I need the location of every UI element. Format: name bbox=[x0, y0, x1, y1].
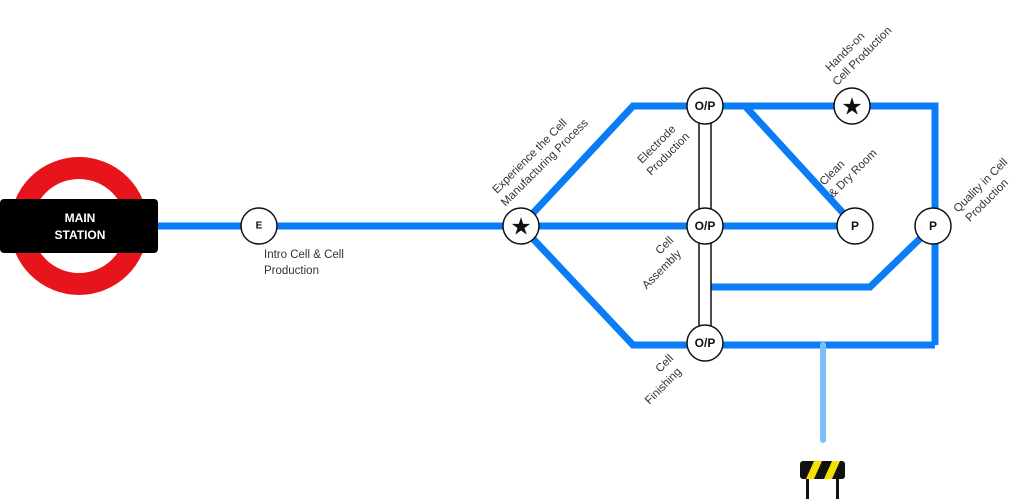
station-quality[interactable]: P Quality in Cell Production bbox=[914, 156, 1021, 245]
main-station-label-2: STATION bbox=[55, 228, 106, 242]
roundel-bar bbox=[0, 199, 158, 253]
station-code: O/P bbox=[695, 99, 716, 113]
star-icon: ★ bbox=[841, 94, 863, 121]
station-finishing[interactable]: O/P Cell Finishing bbox=[632, 324, 724, 407]
station-intro[interactable]: E Intro Cell & Cell Production bbox=[240, 207, 344, 277]
station-code: E bbox=[256, 221, 263, 232]
main-station-label-1: MAIN bbox=[65, 211, 96, 225]
construction-barrier-icon bbox=[800, 461, 845, 499]
clean-room-diagonal bbox=[742, 103, 858, 229]
lower-branch bbox=[518, 223, 935, 349]
station-label: Intro Cell & Cell bbox=[264, 249, 344, 261]
quality-link bbox=[708, 223, 936, 291]
main-station[interactable]: MAIN STATION bbox=[0, 157, 158, 295]
station-label: Production bbox=[264, 265, 319, 277]
station-code: O/P bbox=[695, 336, 716, 350]
star-icon: ★ bbox=[510, 214, 532, 241]
station-code: O/P bbox=[695, 219, 716, 233]
station-code: P bbox=[929, 219, 937, 233]
station-code: P bbox=[851, 219, 859, 233]
